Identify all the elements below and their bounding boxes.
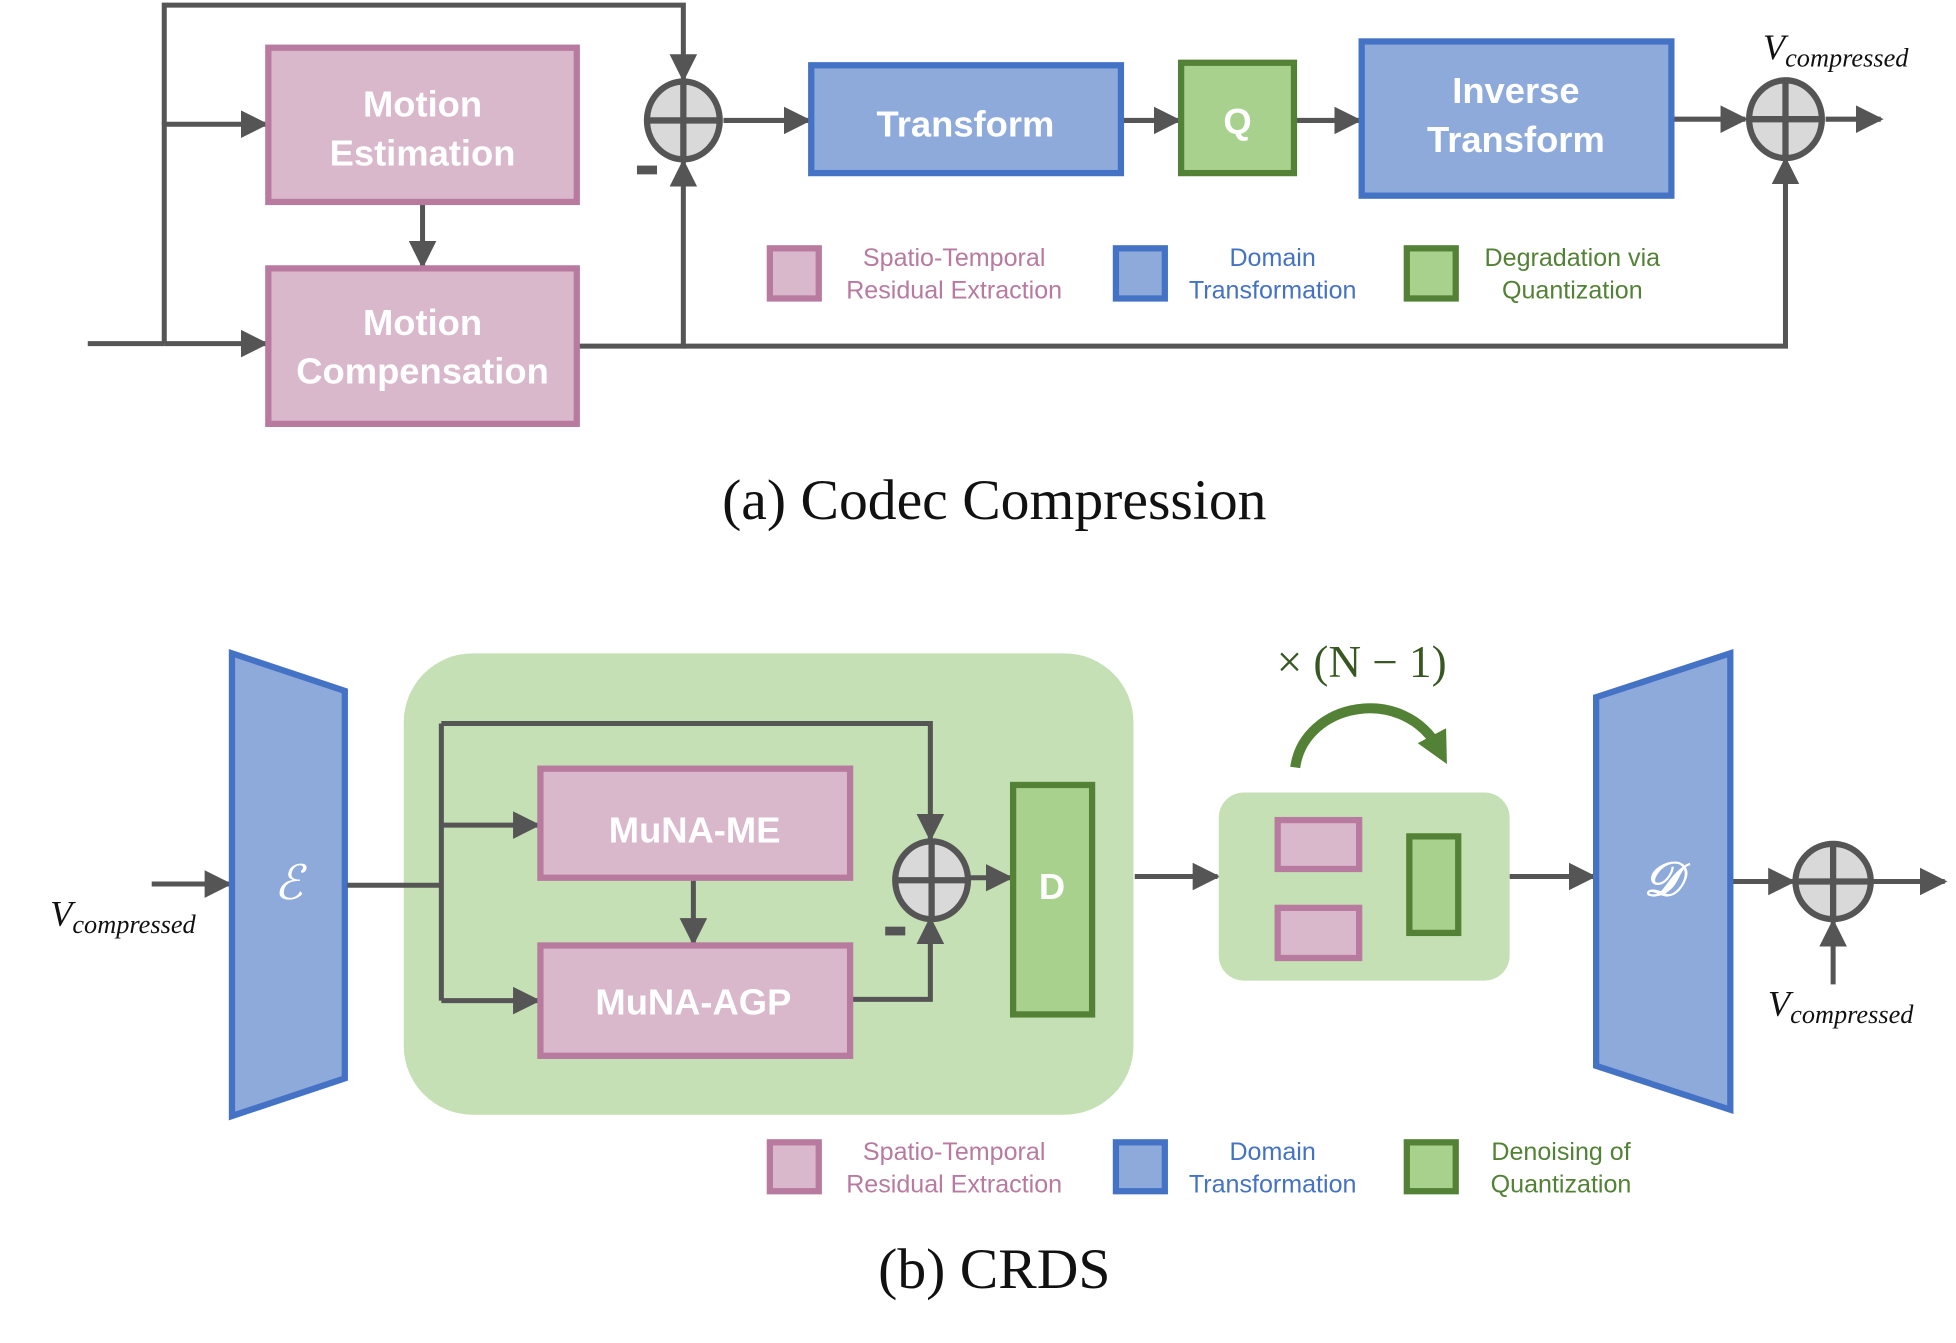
legend-b-domain-line-1: Domain xyxy=(1229,1138,1315,1166)
transform-block: Transform xyxy=(808,62,1125,177)
encoder-symbol: ℰ xyxy=(274,858,307,910)
legend-a-item-residual: Spatio-Temporal Residual Extraction xyxy=(766,244,1062,304)
legend-b-item-denoising: Denoising of Quantization xyxy=(1403,1138,1632,1198)
caption-a: (a) Codec Compression xyxy=(722,469,1266,532)
v-compressed-output-label: Vcompressed xyxy=(1763,27,1909,73)
legend-b-denoising-line-1: Denoising of xyxy=(1491,1138,1630,1166)
legend-b-denoising-line-2: Quantization xyxy=(1491,1170,1632,1198)
branch-to-sum-arrow xyxy=(441,721,945,842)
inverse-transform-block: Inverse Transform xyxy=(1358,38,1675,199)
legend-b-residual-line-2: Residual Extraction xyxy=(846,1170,1062,1198)
output-sum-node-b xyxy=(1792,840,1874,923)
panel-b-connectors xyxy=(347,721,1948,1015)
v-compressed-input-label: Vcompressed xyxy=(50,893,196,939)
inverse-transform-label-2: Transform xyxy=(1427,119,1605,160)
legend-a-residual-line-1: Spatio-Temporal xyxy=(863,244,1046,272)
input-to-sum-arrow xyxy=(161,2,698,125)
motion-estimation-block: Motion Estimation xyxy=(265,44,580,206)
legend-a: Spatio-Temporal Residual Extraction Doma… xyxy=(766,244,1661,304)
legend-b-domain-line-2: Transformation xyxy=(1189,1170,1357,1198)
quantizer-label: Q xyxy=(1223,101,1251,142)
muna-me-label: MuNA-ME xyxy=(609,810,781,851)
output-sum-node xyxy=(1745,77,1825,162)
agp-to-sum-arrow xyxy=(851,916,945,1002)
repeat-curved-arrow-icon xyxy=(1290,703,1447,769)
legend-a-residual-line-2: Residual Extraction xyxy=(846,276,1062,304)
panel-codec-compression: Motion Estimation Motion Compensation Tr… xyxy=(87,2,1909,532)
encoder-block: ℰ xyxy=(228,648,348,1121)
residual-sum-node xyxy=(643,78,723,163)
minus-sign-b xyxy=(885,926,906,936)
v-compressed-skip-label: Vcompressed xyxy=(1768,984,1914,1030)
legend-b-item-residual: Spatio-Temporal Residual Extraction xyxy=(766,1138,1062,1198)
repeated-module-block xyxy=(1218,792,1510,981)
quantizer-block: Q xyxy=(1177,59,1298,177)
motion-estimation-label-2: Estimation xyxy=(330,133,516,174)
legend-a-item-domain: Domain Transformation xyxy=(1112,244,1357,304)
motion-compensation-block: Motion Compensation xyxy=(265,265,580,427)
muna-me-block: MuNA-ME xyxy=(537,765,854,881)
denoiser-label: D xyxy=(1039,866,1065,907)
muna-agp-label: MuNA-AGP xyxy=(595,981,791,1022)
legend-a-item-degradation: Degradation via Quantization xyxy=(1403,244,1661,304)
decoder-block: 𝒟 xyxy=(1593,648,1734,1115)
repeat-count-label: × (N − 1) xyxy=(1277,637,1447,687)
panel-a-connectors xyxy=(87,2,1884,358)
legend-b-item-domain: Domain Transformation xyxy=(1112,1138,1357,1198)
panel-crds: Vcompressed ℰ MuNA-ME xyxy=(50,637,1948,1301)
motion-compensation-label-1: Motion xyxy=(363,302,482,343)
motion-estimation-label-1: Motion xyxy=(363,84,482,125)
inverse-transform-label-1: Inverse xyxy=(1452,70,1579,111)
denoiser-block: D xyxy=(1009,781,1096,1018)
mc-to-output-sum-arrow xyxy=(683,156,1800,349)
motion-compensation-label-2: Compensation xyxy=(296,351,549,392)
transform-label: Transform xyxy=(877,104,1055,145)
legend-b-residual-line-1: Spatio-Temporal xyxy=(863,1138,1046,1166)
caption-b: (b) CRDS xyxy=(878,1238,1110,1301)
input-to-me-arrow xyxy=(161,110,269,344)
legend-a-degradation-line-2: Quantization xyxy=(1502,276,1643,304)
muna-agp-block: MuNA-AGP xyxy=(537,942,854,1059)
residual-sum-node-b xyxy=(892,838,972,923)
mc-to-sum-arrow xyxy=(578,159,698,349)
legend-a-domain-line-2: Transformation xyxy=(1189,276,1357,304)
legend-b: Spatio-Temporal Residual Extraction Doma… xyxy=(766,1138,1632,1198)
minus-sign xyxy=(636,165,658,175)
legend-a-domain-line-1: Domain xyxy=(1229,244,1315,272)
legend-a-degradation-line-1: Degradation via xyxy=(1485,244,1661,272)
